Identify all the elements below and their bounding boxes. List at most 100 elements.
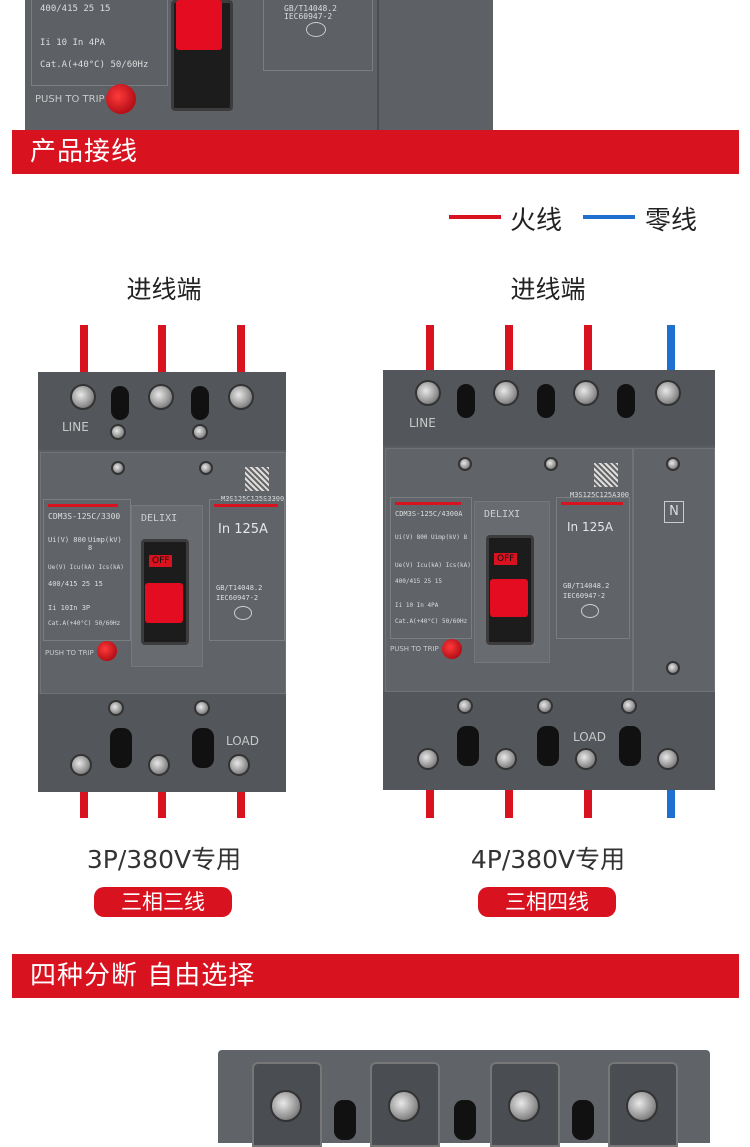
bottom-screw-4 xyxy=(626,1090,658,1122)
left-cover-screw-2 xyxy=(199,461,213,475)
bottom-screw-2 xyxy=(388,1090,420,1122)
top-row-vals: 400/415 25 15 xyxy=(40,4,111,14)
left-ii: Ii 10In 3P xyxy=(48,604,91,612)
right-line-side-header: 进线端 xyxy=(510,275,586,304)
right-ccc-icon xyxy=(581,604,599,618)
left-wire-top-2 xyxy=(158,325,166,380)
right-ui: Ui(V) 800 xyxy=(395,534,428,541)
left-wire-bottom-3 xyxy=(237,770,245,818)
right-wire-bottom-1 xyxy=(426,770,434,818)
left-toggle-handle xyxy=(145,583,183,623)
right-toggle-handle xyxy=(490,579,528,617)
left-wire-bottom-1 xyxy=(80,770,88,818)
right-ue: Ue(V) Icu(kA) Ics(kA) xyxy=(395,562,471,569)
left-top-terminals: LINE xyxy=(38,372,286,450)
right-bot-hole-3 xyxy=(619,726,641,766)
right-rating-panel: In 125A GB/T14048.2 IEC60947-2 xyxy=(556,497,630,639)
bottom-hole-2 xyxy=(454,1100,476,1140)
right-top-screw-3 xyxy=(573,380,599,406)
left-wire-top-3 xyxy=(237,325,245,380)
top-std: GB/T14048.2 xyxy=(284,4,337,13)
bottom-screw-1 xyxy=(270,1090,302,1122)
left-top-screw-1 xyxy=(70,384,96,410)
right-std: GB/T14048.2 xyxy=(563,582,610,590)
left-spec-bar xyxy=(48,504,118,507)
right-wire-top-neutral xyxy=(667,325,675,380)
right-push-label: PUSH TO TRIP xyxy=(390,645,439,653)
left-bot-hole-2 xyxy=(192,728,214,768)
right-wire-top-2 xyxy=(505,325,513,380)
top-breaker-photo: 400/415 25 15 Ii 10 In 4PA Cat.A(+40°C) … xyxy=(25,0,493,130)
top-toggle-handle xyxy=(176,0,222,50)
right-bot-screw-1 xyxy=(457,698,473,714)
right-neutral-cover-screw-bot xyxy=(666,661,680,675)
bottom-hole-1 xyxy=(334,1100,356,1140)
right-model: CDM3S-125C/4300A xyxy=(395,510,463,518)
left-vals: 400/415 25 15 xyxy=(48,580,103,588)
right-wire-bottom-neutral xyxy=(667,770,675,818)
left-bot-screw-1 xyxy=(108,700,124,716)
top-row-cat: Cat.A(+40°C) 50/60Hz xyxy=(40,60,149,70)
left-caption: 3P/380V专用 xyxy=(86,845,242,874)
right-badge: 三相四线 xyxy=(478,887,616,917)
left-trip-button xyxy=(97,641,117,661)
left-bot-big-screw-2 xyxy=(148,754,170,776)
right-qr-code xyxy=(594,463,618,487)
top-iec: IEC60947-2 xyxy=(284,12,333,21)
right-bot-hole-1 xyxy=(457,726,479,766)
right-wire-bottom-2 xyxy=(505,770,513,818)
left-line-label: LINE xyxy=(62,420,89,434)
right-wire-top-3 xyxy=(584,325,592,380)
right-spec-panel: CDM3S-125C/4300A Ui(V) 800 Uimp(kV) 8 Ue… xyxy=(390,497,472,639)
right-trip-button xyxy=(442,639,462,659)
right-off-label: OFF xyxy=(494,553,518,565)
left-rating-panel: In 125A GB/T14048.2 IEC60947-2 xyxy=(209,499,285,641)
right-top-terminals: LINE xyxy=(383,370,715,446)
right-top-hole-3 xyxy=(617,384,635,418)
left-bot-big-screw-3 xyxy=(228,754,250,776)
neutral-wire-legend-label: 零线 xyxy=(645,206,698,236)
left-cover: M3S125C125S3300 CDM3S-125C/3300 Ui(V) 80… xyxy=(40,452,286,694)
top-right-panel: GB/T14048.2 IEC60947-2 xyxy=(263,0,373,71)
right-neutral-cover-screw-top xyxy=(666,457,680,471)
section-banner-wiring: 产品接线 xyxy=(12,130,739,174)
ccc-mark-icon xyxy=(306,22,326,37)
right-wire-bottom-3 xyxy=(584,770,592,818)
right-neutral-pole: N xyxy=(633,448,715,692)
top-neutral-pole xyxy=(377,0,495,130)
left-bot-hole-1 xyxy=(110,728,132,768)
right-iec: IEC60947-2 xyxy=(563,592,606,600)
left-spec-panel: CDM3S-125C/3300 Ui(V) 800 Uimp(kV) 8 Ue(… xyxy=(43,499,131,641)
right-line-label: LINE xyxy=(409,416,436,430)
left-top-screw-2 xyxy=(148,384,174,410)
right-cover: M3S125C125A300 CDM3S-125C/4300A Ui(V) 80… xyxy=(385,448,633,692)
left-cat: Cat.A(+40°C) 50/60Hz xyxy=(48,620,121,627)
top-row-ii: Ii 10 In 4PA xyxy=(40,38,106,48)
right-cover-screw-1 xyxy=(458,457,472,471)
left-cover-screw-1 xyxy=(111,461,125,475)
right-rating-bar xyxy=(561,502,623,505)
left-badge: 三相三线 xyxy=(94,887,232,917)
right-caption: 4P/380V专用 xyxy=(470,845,626,874)
left-top-small-screw-1 xyxy=(110,424,126,440)
right-uimp: Uimp(kV) 8 xyxy=(431,534,468,541)
right-top-screw-4 xyxy=(655,380,681,406)
right-qr-text: M3S125C125A300 xyxy=(570,491,630,499)
right-top-hole-1 xyxy=(457,384,475,418)
right-load-label: LOAD xyxy=(573,730,606,744)
left-off-label: OFF xyxy=(149,555,173,567)
left-top-hole-1 xyxy=(111,386,129,420)
right-bot-big-screw-1 xyxy=(417,748,439,770)
right-bot-big-screw-3 xyxy=(575,748,597,770)
right-bottom-terminals: LOAD xyxy=(383,692,715,790)
left-wire-bottom-2 xyxy=(158,770,166,818)
left-qr-code xyxy=(245,467,269,491)
left-iec: IEC60947-2 xyxy=(216,594,259,602)
right-top-screw-2 xyxy=(493,380,519,406)
left-bot-big-screw-1 xyxy=(70,754,92,776)
right-cover-screw-2 xyxy=(544,457,558,471)
bottom-breaker-photo xyxy=(218,1050,710,1147)
right-vals: 400/415 25 15 xyxy=(395,578,442,585)
live-wire-legend-line xyxy=(449,215,501,219)
left-uimp: Uimp(kV) 8 xyxy=(88,536,122,552)
